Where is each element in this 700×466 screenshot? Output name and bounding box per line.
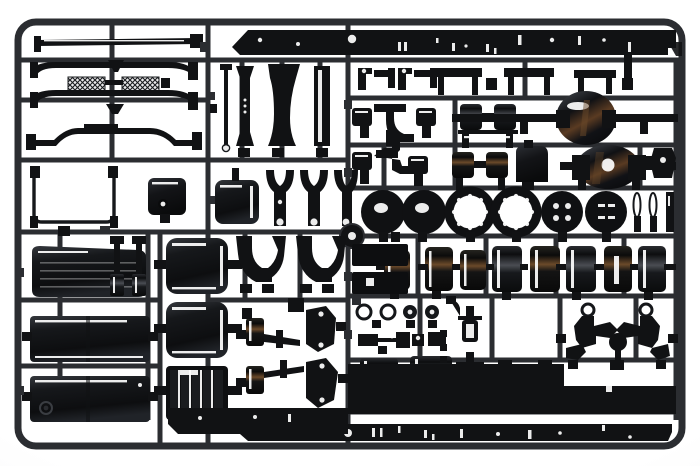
part-bumper-plate-lower-left (168, 408, 348, 434)
part-trunnion-bracket-lower (306, 358, 348, 408)
part-bumper-bracket-3 (334, 170, 358, 226)
part-air-tank-6 (604, 246, 640, 292)
part-wheel-hub-row (339, 186, 674, 249)
part-leaf-spring-arched-lower (30, 90, 198, 114)
part-shock-absorber-left-2 (132, 236, 146, 296)
part-fender-mudguard-ribbed (32, 246, 146, 297)
part-leaf-spring-arched-upper (30, 60, 198, 80)
part-link-arm-row (358, 332, 446, 354)
part-bumper-bracket-2 (300, 170, 328, 226)
part-battery-box-lower (352, 272, 408, 294)
part-tie-rod-pair (632, 192, 674, 232)
part-chassis-cover-plate (348, 364, 676, 414)
part-grille-mesh-panel-right (121, 76, 160, 92)
part-grille-mesh-panel-left (67, 76, 106, 92)
part-bumper-bar-2 (504, 68, 554, 95)
part-axle-yoke-left (352, 104, 436, 142)
part-air-filter-box (148, 178, 186, 223)
part-trunnion-bracket-upper (306, 306, 346, 352)
part-mudguard-square-upper (154, 238, 242, 294)
part-vertical-strip (624, 52, 632, 88)
part-knuckle-right (616, 302, 678, 369)
part-brake-disc-2 (585, 191, 627, 242)
part-fuel-tank-upper (22, 316, 158, 362)
part-twin-wheel-spacer-lower (452, 152, 508, 190)
part-radiator-grille-ribbed (154, 366, 242, 420)
part-air-tank-row (352, 244, 676, 300)
part-bumper-bracket-1 (266, 170, 294, 226)
part-axle-yoke-right (352, 130, 428, 186)
part-brake-drum-1 (361, 190, 405, 242)
part-shock-absorber-center-2 (236, 360, 304, 394)
part-ball-joint (609, 333, 627, 370)
part-anti-roll-bar (26, 124, 202, 150)
part-brake-disc-1 (541, 191, 583, 242)
part-knuckle-left (556, 302, 618, 369)
part-shock-absorber-center-1 (236, 308, 300, 348)
part-leaf-spring-straight-upper (34, 34, 203, 52)
chassis-frame-rail-upper (232, 30, 682, 56)
part-mudguard-square-mid (154, 302, 242, 358)
part-side-mirror-housing (215, 168, 259, 224)
sprue-gate-nubs (16, 42, 684, 395)
part-differential-axle-upper (452, 91, 678, 145)
mesh-connector-bar (105, 80, 123, 85)
part-bushing-row (355, 303, 439, 328)
part-spring-hanger-yoke-1 (236, 236, 286, 293)
part-spring-hanger-group-1 (358, 68, 437, 90)
part-twin-wheel-spacer-upper (458, 104, 518, 148)
part-shock-absorber-left-1 (110, 236, 124, 296)
part-cross-member-c (314, 66, 330, 157)
part-air-tank-4 (530, 246, 566, 292)
part-air-tank-7 (638, 246, 676, 300)
part-fuel-tank-lower (22, 376, 158, 422)
part-cross-member-b (268, 64, 300, 157)
part-step-plate (232, 398, 318, 412)
part-small-block (288, 298, 304, 312)
part-battery-box-upper (352, 244, 408, 266)
part-air-tank-5 (566, 246, 604, 300)
part-gearbox-housing (516, 140, 548, 190)
part-wheel-rim-2 (490, 186, 542, 242)
part-cross-member-a (236, 66, 254, 157)
part-air-tank-1 (418, 247, 462, 291)
part-bumper-bar-1 (434, 68, 497, 95)
part-tow-loop (30, 166, 118, 236)
part-brake-chamber-right (642, 148, 676, 178)
part-spring-hanger-yoke-2 (296, 236, 346, 293)
part-cross-member-slim (210, 64, 232, 153)
mesh-gate (161, 78, 170, 88)
part-air-tank-2 (432, 250, 486, 299)
part-air-tank-3 (486, 246, 528, 300)
part-brake-drum-2 (402, 190, 446, 242)
